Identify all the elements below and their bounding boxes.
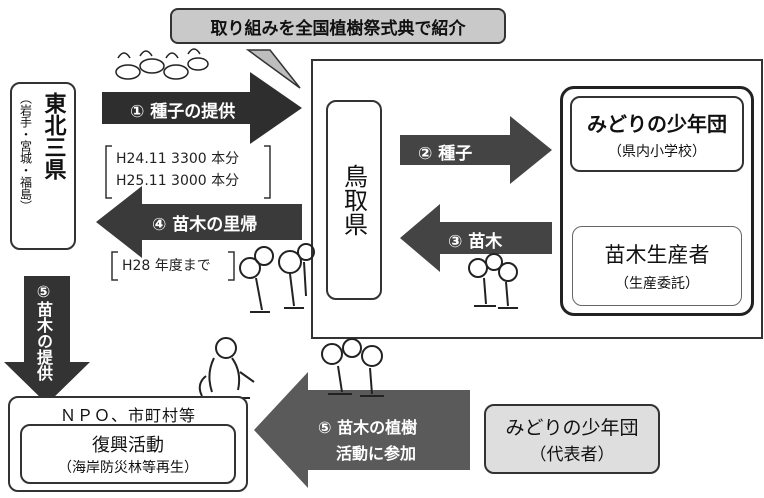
bracket-left-1 bbox=[105, 145, 112, 199]
midori-rep-sub: （代表者） bbox=[529, 445, 615, 465]
arrow-seedling-return bbox=[96, 186, 302, 258]
tottori-name: 鳥取県 bbox=[339, 164, 368, 236]
person-planting-illustration bbox=[196, 337, 255, 399]
trees-illustration-2 bbox=[468, 253, 518, 309]
arrow-seed-supply bbox=[102, 72, 302, 144]
step1-label: ① 種子の提供 bbox=[130, 102, 236, 122]
arrow-planting bbox=[254, 372, 470, 488]
trees-illustration-3 bbox=[321, 338, 384, 397]
tottori-panel-frame bbox=[311, 59, 763, 339]
midori-rep-box: みどりの少年団 （代表者） bbox=[484, 404, 660, 474]
bracket-left-2 bbox=[111, 251, 118, 281]
seed-tray-illustration bbox=[115, 48, 209, 80]
bracket2-line1: H28 年度まで bbox=[122, 258, 211, 274]
npo-inner1: 復興活動 bbox=[92, 435, 164, 456]
banner-text: 取り組みを全国植樹祭式典で紹介 bbox=[210, 18, 466, 39]
npo-inner-box: 復興活動 （海岸防災林等再生） bbox=[20, 424, 236, 484]
tottori-box: 鳥取県 bbox=[326, 100, 382, 300]
arrow-seed bbox=[400, 116, 552, 184]
step5-vertical-label: ⑤苗木の提供 bbox=[34, 282, 53, 381]
bracket1-line2: H25.11 3000 本分 bbox=[116, 173, 240, 189]
nursery-sub: （生産委託） bbox=[615, 276, 699, 292]
banner: 取り組みを全国植樹祭式典で紹介 bbox=[170, 8, 506, 44]
arrow-seedling-provide bbox=[4, 276, 90, 404]
midori-sub: （県内小学校） bbox=[608, 143, 706, 160]
banner-pointer bbox=[245, 49, 301, 89]
tohoku-name: 東北三県 bbox=[40, 92, 66, 180]
npo-inner2: （海岸防災林等再生） bbox=[58, 460, 198, 476]
step3-label: ③ 苗木 bbox=[448, 232, 503, 252]
bracket2-text: H28 年度まで bbox=[122, 255, 211, 277]
nursery-title: 苗木生産者 bbox=[604, 243, 710, 267]
trees-illustration-1 bbox=[239, 243, 315, 313]
step5-participate-label: 活動に参加 bbox=[336, 444, 417, 463]
midori-title: みどりの少年団 bbox=[587, 111, 727, 136]
midori-inner: みどりの少年団 （県内小学校） bbox=[570, 96, 744, 172]
step4-label: ④ 苗木の里帰 bbox=[152, 215, 258, 235]
bracket1-text: H24.11 3300 本分 H25.11 3000 本分 bbox=[116, 148, 239, 192]
midori-rep-title: みどりの少年団 bbox=[505, 417, 639, 439]
npo-title: ＮＰＯ、市町村等 bbox=[59, 406, 196, 425]
step2-label: ② 種子 bbox=[418, 144, 473, 164]
bracket1-line1: H24.11 3300 本分 bbox=[116, 151, 240, 167]
tohoku-box: 東北三県 （岩手・宮城・福島） bbox=[10, 82, 76, 250]
bracket-right-2 bbox=[228, 251, 235, 281]
step5-planting-label: ⑤ 苗木の植樹 bbox=[318, 418, 418, 437]
tohoku-sub: （岩手・宮城・福島） bbox=[18, 92, 33, 212]
nursery-box: 苗木生産者 （生産委託） bbox=[572, 226, 742, 306]
bracket-right-1 bbox=[264, 145, 271, 199]
arrow-seedling bbox=[400, 204, 552, 272]
